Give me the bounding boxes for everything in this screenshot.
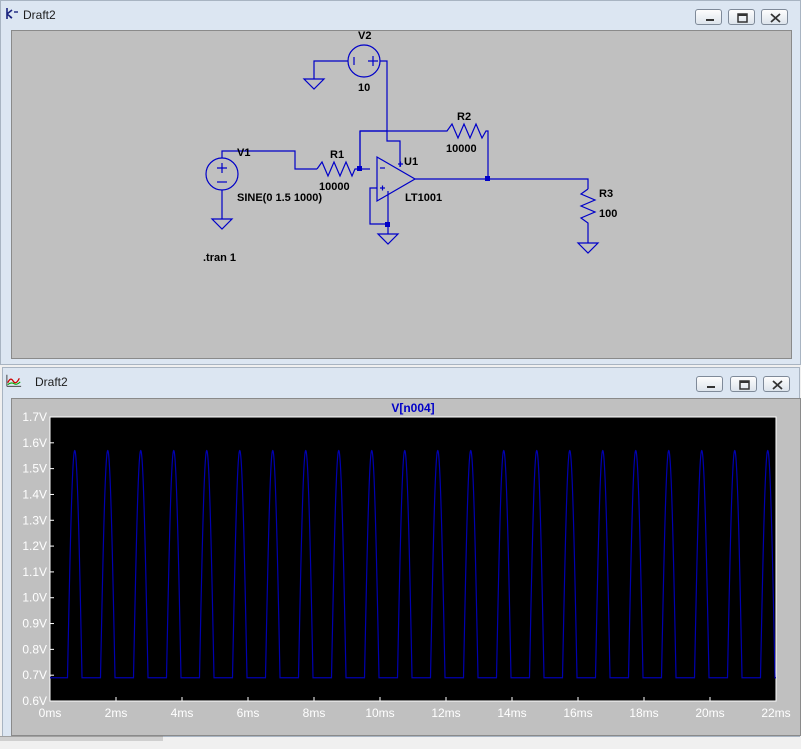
spice-directive: .tran 1 xyxy=(203,252,236,264)
restore-icon xyxy=(739,380,750,390)
v2-name-label: V2 xyxy=(358,31,371,42)
x-tick-label: 4ms xyxy=(171,706,194,720)
r1-value-label: 10000 xyxy=(319,181,350,193)
r3-value-label: 100 xyxy=(599,208,617,220)
x-tick-label: 8ms xyxy=(303,706,326,720)
y-tick-label: 1.3V xyxy=(22,513,47,527)
minimize-icon xyxy=(707,386,715,388)
y-tick-label: 1.7V xyxy=(22,410,47,424)
v1-name-label: V1 xyxy=(237,147,250,159)
x-tick-label: 10ms xyxy=(365,706,394,720)
waveform-titlebar[interactable]: Draft2 xyxy=(3,368,799,396)
waveform-canvas[interactable]: V[n004] 0.6V 0.7V 0.8V 0.9V 1.0V 1.1V 1.2V 1.3V… xyxy=(11,398,801,736)
restore-button[interactable] xyxy=(730,376,757,392)
r1-name-label: R1 xyxy=(330,149,344,161)
waveform-app-icon xyxy=(6,374,22,387)
x-tick-label: 2ms xyxy=(105,706,128,720)
r3-name-label: R3 xyxy=(599,188,613,200)
schematic-window-title: Draft2 xyxy=(23,8,56,22)
close-icon xyxy=(772,380,783,390)
status-area xyxy=(0,737,801,749)
schematic-drawing: V2 10 V1 SINE(0 1.5 1000) R1 10000 R2 10… xyxy=(203,31,617,264)
close-button[interactable] xyxy=(763,376,790,392)
restore-icon xyxy=(737,13,748,23)
horizontal-scrollbar[interactable] xyxy=(0,736,163,741)
y-tick-label: 1.4V xyxy=(22,487,47,501)
minimize-button[interactable] xyxy=(695,9,722,25)
x-tick-label: 22ms xyxy=(761,706,790,720)
x-tick-label: 20ms xyxy=(695,706,724,720)
u1-name-label: U1 xyxy=(404,156,418,168)
waveform-window[interactable]: Draft2 V[n004] 0.6V 0.7V 0.8V 0.9V 1.0V 1.1V 1… xyxy=(2,367,801,737)
v2-value-label: 10 xyxy=(358,82,370,94)
y-tick-label: 1.5V xyxy=(22,462,47,476)
y-tick-label: 1.6V xyxy=(22,436,47,450)
y-tick-label: 0.8V xyxy=(22,642,47,656)
r2-value-label: 10000 xyxy=(446,143,477,155)
ground-symbol-r3 xyxy=(576,242,600,254)
waveform-plot[interactable]: V[n004] 0.6V 0.7V 0.8V 0.9V 1.0V 1.1V 1.2V 1.3V… xyxy=(12,399,800,735)
x-tick-label: 18ms xyxy=(629,706,658,720)
trace-line[interactable] xyxy=(50,449,776,679)
y-tick-label: 1.0V xyxy=(22,591,47,605)
v1-value-label: SINE(0 1.5 1000) xyxy=(237,192,322,204)
opamp-symbol xyxy=(376,155,417,203)
minimize-button[interactable] xyxy=(696,376,723,392)
trace-title[interactable]: V[n004] xyxy=(391,401,434,415)
ground-symbol-v2 xyxy=(302,78,326,90)
x-tick-label: 6ms xyxy=(237,706,260,720)
restore-button[interactable] xyxy=(728,9,755,25)
waveform-window-title: Draft2 xyxy=(35,375,68,389)
schematic-canvas[interactable]: V2 10 V1 SINE(0 1.5 1000) R1 10000 R2 10… xyxy=(11,30,792,359)
ground-symbol-v1 xyxy=(210,218,234,230)
close-button[interactable] xyxy=(761,9,788,25)
x-tick-label: 14ms xyxy=(497,706,526,720)
u1-value-label: LT1001 xyxy=(405,192,442,204)
plot-area[interactable] xyxy=(49,416,777,702)
r2-name-label: R2 xyxy=(457,111,471,123)
schematic-app-icon xyxy=(6,8,18,19)
y-tick-label: 0.9V xyxy=(22,617,47,631)
v1-symbol xyxy=(205,157,239,191)
y-tick-label: 0.6V xyxy=(22,694,47,708)
x-tick-label: 0ms xyxy=(39,706,62,720)
ground-symbol-opamp xyxy=(376,233,400,245)
close-icon xyxy=(770,13,781,23)
x-tick-label: 12ms xyxy=(431,706,460,720)
schematic-window[interactable]: Draft2 xyxy=(0,0,801,365)
minimize-icon xyxy=(706,19,714,21)
y-tick-label: 1.2V xyxy=(22,539,47,553)
y-tick-label: 1.1V xyxy=(22,565,47,579)
schematic-titlebar[interactable]: Draft2 xyxy=(1,1,800,29)
x-tick-label: 16ms xyxy=(563,706,592,720)
y-tick-label: 0.7V xyxy=(22,668,47,682)
